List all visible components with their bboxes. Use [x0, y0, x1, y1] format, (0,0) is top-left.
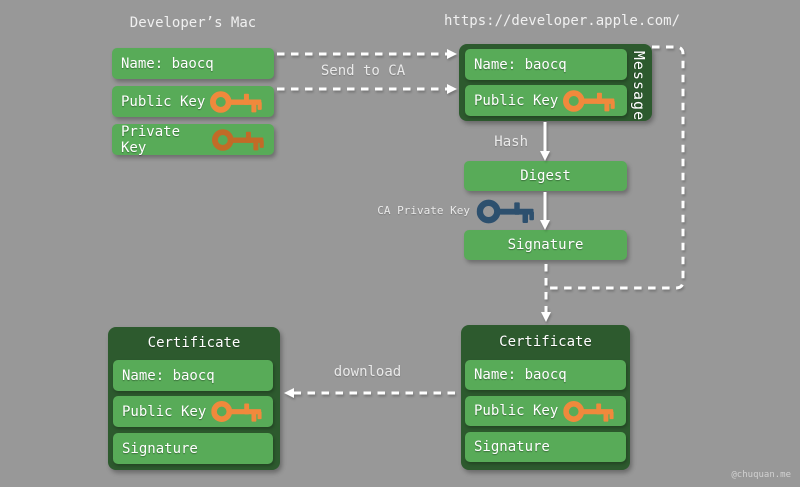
- watermark: @chuquan.me: [731, 470, 791, 480]
- download-label: download: [333, 364, 402, 380]
- message-vertical-label: Message: [630, 50, 648, 122]
- certificate-left-public-key-label: Public Key: [122, 403, 207, 420]
- developer-name-box: Name: baocq: [112, 48, 274, 79]
- certificate-left-name-label: Name: baocq: [122, 367, 215, 384]
- message-name-label: Name: baocq: [474, 56, 567, 73]
- certificate-left-name-row: Name: baocq: [113, 360, 273, 391]
- certificate-right-signature-row: Signature: [465, 432, 626, 462]
- certificate-left-title: Certificate: [147, 335, 241, 351]
- developers-mac-title: Developer’s Mac: [129, 15, 257, 31]
- digest-box: Digest: [464, 161, 627, 191]
- certificate-left-public-key-row: Public Key: [113, 396, 273, 427]
- message-public-key-box: Public Key: [465, 85, 627, 116]
- public-key-icon: [563, 397, 615, 426]
- message-name-box: Name: baocq: [465, 49, 627, 80]
- public-key-icon: [211, 397, 263, 426]
- message-public-key-label: Public Key: [474, 92, 559, 109]
- developer-public-key-box: Public Key: [112, 86, 274, 117]
- send-to-ca-label: Send to CA: [320, 63, 406, 79]
- certificate-right-title: Certificate: [499, 334, 592, 350]
- certificate-left-container: Certificate Name: baocq Public Key Signa…: [108, 327, 280, 470]
- developer-private-key-label: Private Key: [121, 123, 181, 156]
- hash-label: Hash: [494, 134, 528, 150]
- developer-public-key-label: Public Key: [121, 93, 206, 110]
- signature-label: Signature: [507, 237, 584, 253]
- signature-box: Signature: [464, 230, 627, 260]
- ca-private-key-label: CA Private Key: [377, 204, 470, 217]
- digest-label: Digest: [520, 168, 571, 184]
- private-key-icon: [212, 125, 265, 155]
- certificate-right-container: Certificate Name: baocq Public Key Signa…: [461, 325, 630, 470]
- certificate-left-signature-row: Signature: [113, 433, 273, 464]
- certificate-right-name-label: Name: baocq: [474, 367, 567, 383]
- developer-name-label: Name: baocq: [121, 55, 214, 72]
- certificate-right-public-key-label: Public Key: [474, 403, 559, 419]
- public-key-icon: [563, 86, 616, 116]
- ca-private-key-icon: [475, 195, 537, 228]
- certificate-right-name-row: Name: baocq: [465, 360, 626, 390]
- certificate-right-public-key-row: Public Key: [465, 396, 626, 426]
- certificate-left-signature-label: Signature: [122, 440, 198, 457]
- developer-private-key-box: Private Key: [112, 123, 274, 156]
- public-key-icon: [210, 87, 263, 117]
- apple-developer-url-title: https://developer.apple.com/: [444, 13, 681, 29]
- certificate-right-signature-label: Signature: [474, 439, 550, 455]
